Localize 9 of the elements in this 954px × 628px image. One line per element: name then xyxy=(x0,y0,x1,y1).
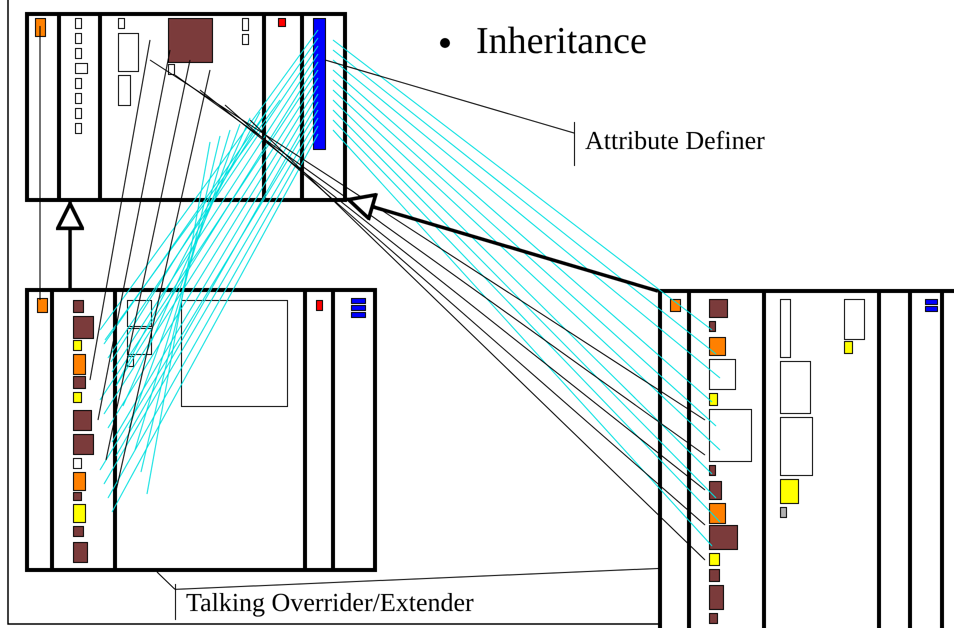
inheritance-arrow xyxy=(56,202,84,288)
attribute-bar xyxy=(313,18,326,150)
leader-line xyxy=(326,60,574,134)
inheritance-arrow xyxy=(346,192,658,293)
annotation-label: Attribute Definer xyxy=(574,122,824,166)
leader-line xyxy=(174,568,658,590)
slide-title: Inheritance xyxy=(476,19,647,64)
leader-line xyxy=(156,572,176,590)
annotation-label: Talking Overrider/Extender xyxy=(175,584,555,620)
